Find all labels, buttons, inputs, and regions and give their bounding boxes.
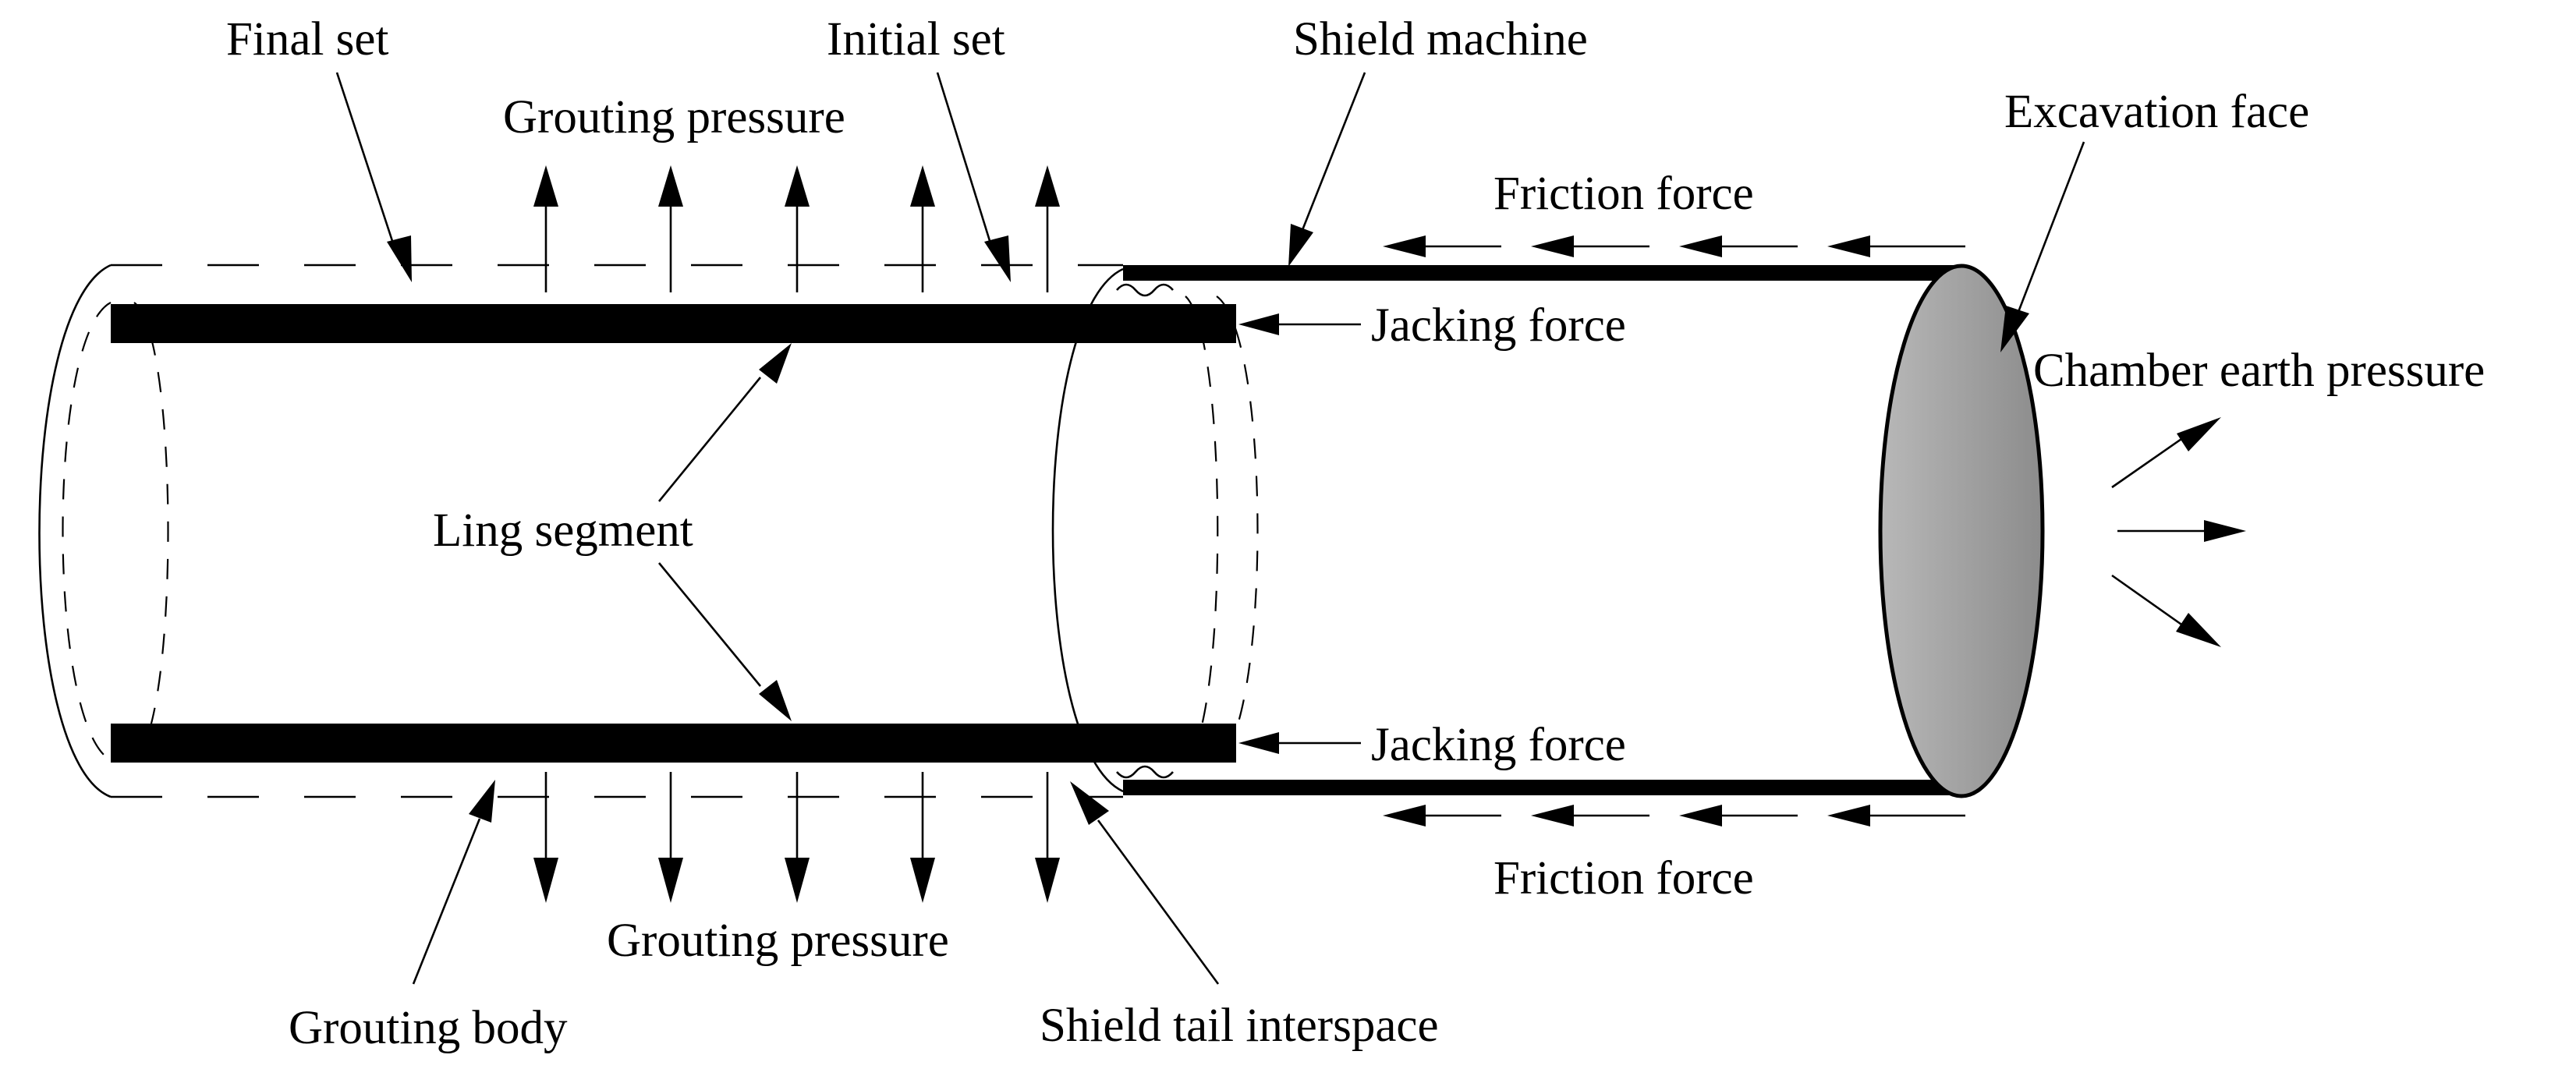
label-friction-force-bottom: Friction force	[1494, 852, 1754, 904]
lining-segment-top	[111, 304, 1236, 343]
grouting-pressure-arrow-down	[533, 772, 558, 903]
friction-arrow-top	[1531, 235, 1649, 257]
label-shield-tail-interspace: Shield tail interspace	[1040, 1000, 1439, 1052]
final-set-pointer	[335, 72, 412, 282]
friction-arrow-top	[1679, 235, 1798, 257]
shield-tail-seal-bottom	[1116, 765, 1174, 779]
ling-segment-pointer-down	[657, 562, 792, 721]
jacking-force-arrow-bottom	[1238, 732, 1361, 754]
ling-segment-pointer-up	[657, 343, 792, 502]
grouting-pressure-arrow-down	[785, 772, 810, 903]
labels: Final set Initial set Shield machine Exc…	[226, 13, 2485, 1054]
label-ling-segment: Ling segment	[433, 504, 693, 557]
shield-shell-top	[1123, 265, 1958, 281]
shield-shell-bottom	[1123, 780, 1958, 795]
excavation-face-disc	[1878, 264, 2045, 798]
chamber-pressure-arrow-right	[2117, 520, 2246, 542]
grouting-pressure-arrow-down	[658, 772, 683, 903]
friction-arrow-top	[1383, 235, 1501, 257]
chamber-pressure-arrows	[2111, 417, 2246, 647]
jacking-force-arrow-top	[1238, 313, 1361, 335]
chamber-pressure-arrow-down-right	[2111, 574, 2221, 647]
shield-machine-pointer	[1288, 72, 1366, 267]
label-grouting-pressure-top: Grouting pressure	[503, 91, 845, 143]
label-chamber-earth-pressure: Chamber earth pressure	[2033, 345, 2485, 397]
label-excavation-face: Excavation face	[2004, 86, 2309, 138]
label-shield-machine: Shield machine	[1293, 13, 1588, 65]
friction-arrow-bottom	[1531, 805, 1649, 826]
excavation-face-pointer	[2000, 141, 2085, 352]
friction-arrow-top	[1827, 235, 1965, 257]
grouting-pressure-arrow-up	[785, 165, 810, 292]
label-grouting-body: Grouting body	[289, 1002, 568, 1054]
shield-tail-front-arc	[1051, 267, 1124, 793]
shield-tail-hidden-arc	[1216, 296, 1259, 765]
label-jacking-force-top: Jacking force	[1371, 299, 1626, 352]
lining-left-end-arc	[38, 264, 112, 798]
lining-tube	[38, 264, 1236, 798]
grouting-pressure-arrow-up	[910, 165, 935, 292]
label-initial-set: Initial set	[827, 13, 1005, 65]
chamber-pressure-arrow-up-right	[2111, 417, 2221, 489]
label-final-set: Final set	[226, 13, 388, 65]
leader-pointers	[335, 72, 2085, 985]
grouting-pressure-arrow-up	[1035, 165, 1060, 292]
label-friction-force-top: Friction force	[1494, 168, 1754, 220]
grouting-body-pointer	[412, 780, 495, 985]
lining-left-end-inner-dash-2	[133, 302, 169, 761]
label-jacking-force-bottom: Jacking force	[1371, 719, 1626, 771]
grouting-pressure-arrow-up	[658, 165, 683, 292]
grouting-pressure-arrow-down	[910, 772, 935, 903]
lining-segment-bottom	[111, 724, 1236, 763]
grouting-pressure-arrow-up	[533, 165, 558, 292]
friction-arrow-bottom	[1383, 805, 1501, 826]
friction-arrow-bottom	[1679, 805, 1798, 826]
shield-tail-hidden-arc-2	[1185, 296, 1219, 765]
initial-set-pointer	[936, 72, 1011, 282]
shield-tail-seal-top	[1116, 283, 1174, 297]
lining-left-end-inner-dash	[62, 302, 112, 761]
friction-arrow-bottom	[1827, 805, 1965, 826]
grouting-pressure-arrows	[533, 165, 1060, 903]
shield-tail-interspace-pointer	[1070, 781, 1220, 985]
grouting-pressure-arrow-down	[1035, 772, 1060, 903]
label-grouting-pressure-bottom: Grouting pressure	[607, 915, 949, 967]
shield-machine	[1051, 264, 2045, 798]
friction-force-arrows	[1383, 235, 1965, 826]
